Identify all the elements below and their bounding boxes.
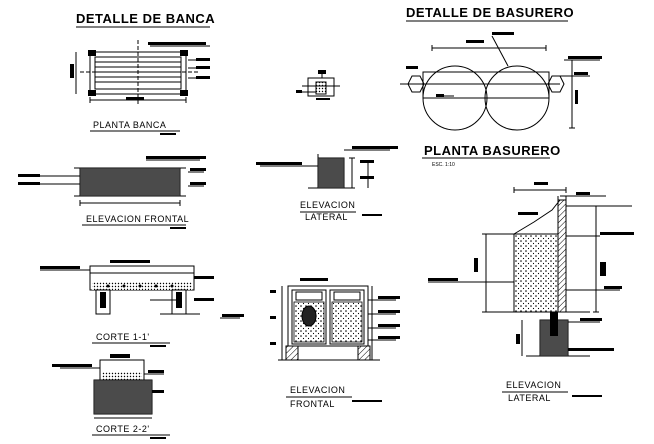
elevacion-lateral-banca-drawing — [256, 146, 398, 189]
corte-2-scale-bar — [150, 437, 166, 439]
corte-2-label: CORTE 2-2' — [96, 424, 150, 434]
elevacion-lateral-basurero-label-1: ELEVACION — [506, 380, 561, 390]
planta-banca-label: PLANTA BANCA — [93, 120, 166, 130]
elevacion-lateral-basurero-drawing — [428, 182, 634, 357]
corte-1-drawing — [40, 260, 244, 319]
elevacion-frontal-basurero-label-1: ELEVACION — [290, 385, 345, 395]
elevacion-lateral-banca-scale-bar — [362, 214, 382, 216]
elevacion-lateral-banca-label-1: ELEVACION — [300, 200, 355, 210]
elevacion-frontal-banca-label: ELEVACION FRONTAL — [86, 214, 189, 224]
corte-2-drawing — [52, 354, 164, 419]
elevacion-frontal-banca-scale-bar — [170, 227, 186, 229]
elevacion-lateral-basurero-scale-bar — [572, 395, 602, 397]
basurero-title: DETALLE DE BASURERO — [406, 5, 574, 20]
planta-basurero-drawing — [400, 32, 602, 131]
planta-basurero-label: PLANTA BASURERO — [424, 143, 561, 158]
planta-banca-scale-bar — [160, 133, 176, 135]
elevacion-frontal-basurero-scale-bar — [352, 400, 382, 402]
corte-1-label: CORTE 1-1' — [96, 332, 150, 342]
planta-basurero-scale: ESC. 1:10 — [432, 162, 455, 168]
small-detail-drawing — [296, 70, 340, 100]
elevacion-lateral-banca-label-2: LATERAL — [305, 212, 348, 222]
elevacion-lateral-basurero-label-2: LATERAL — [508, 393, 551, 403]
banca-title: DETALLE DE BANCA — [76, 11, 215, 26]
elevacion-frontal-banca-drawing — [18, 156, 206, 206]
corte-1-scale-bar — [150, 345, 166, 347]
elevacion-frontal-basurero-label-2: FRONTAL — [290, 399, 335, 409]
elevacion-frontal-basurero-drawing — [270, 278, 400, 361]
planta-banca-drawing — [70, 40, 210, 104]
